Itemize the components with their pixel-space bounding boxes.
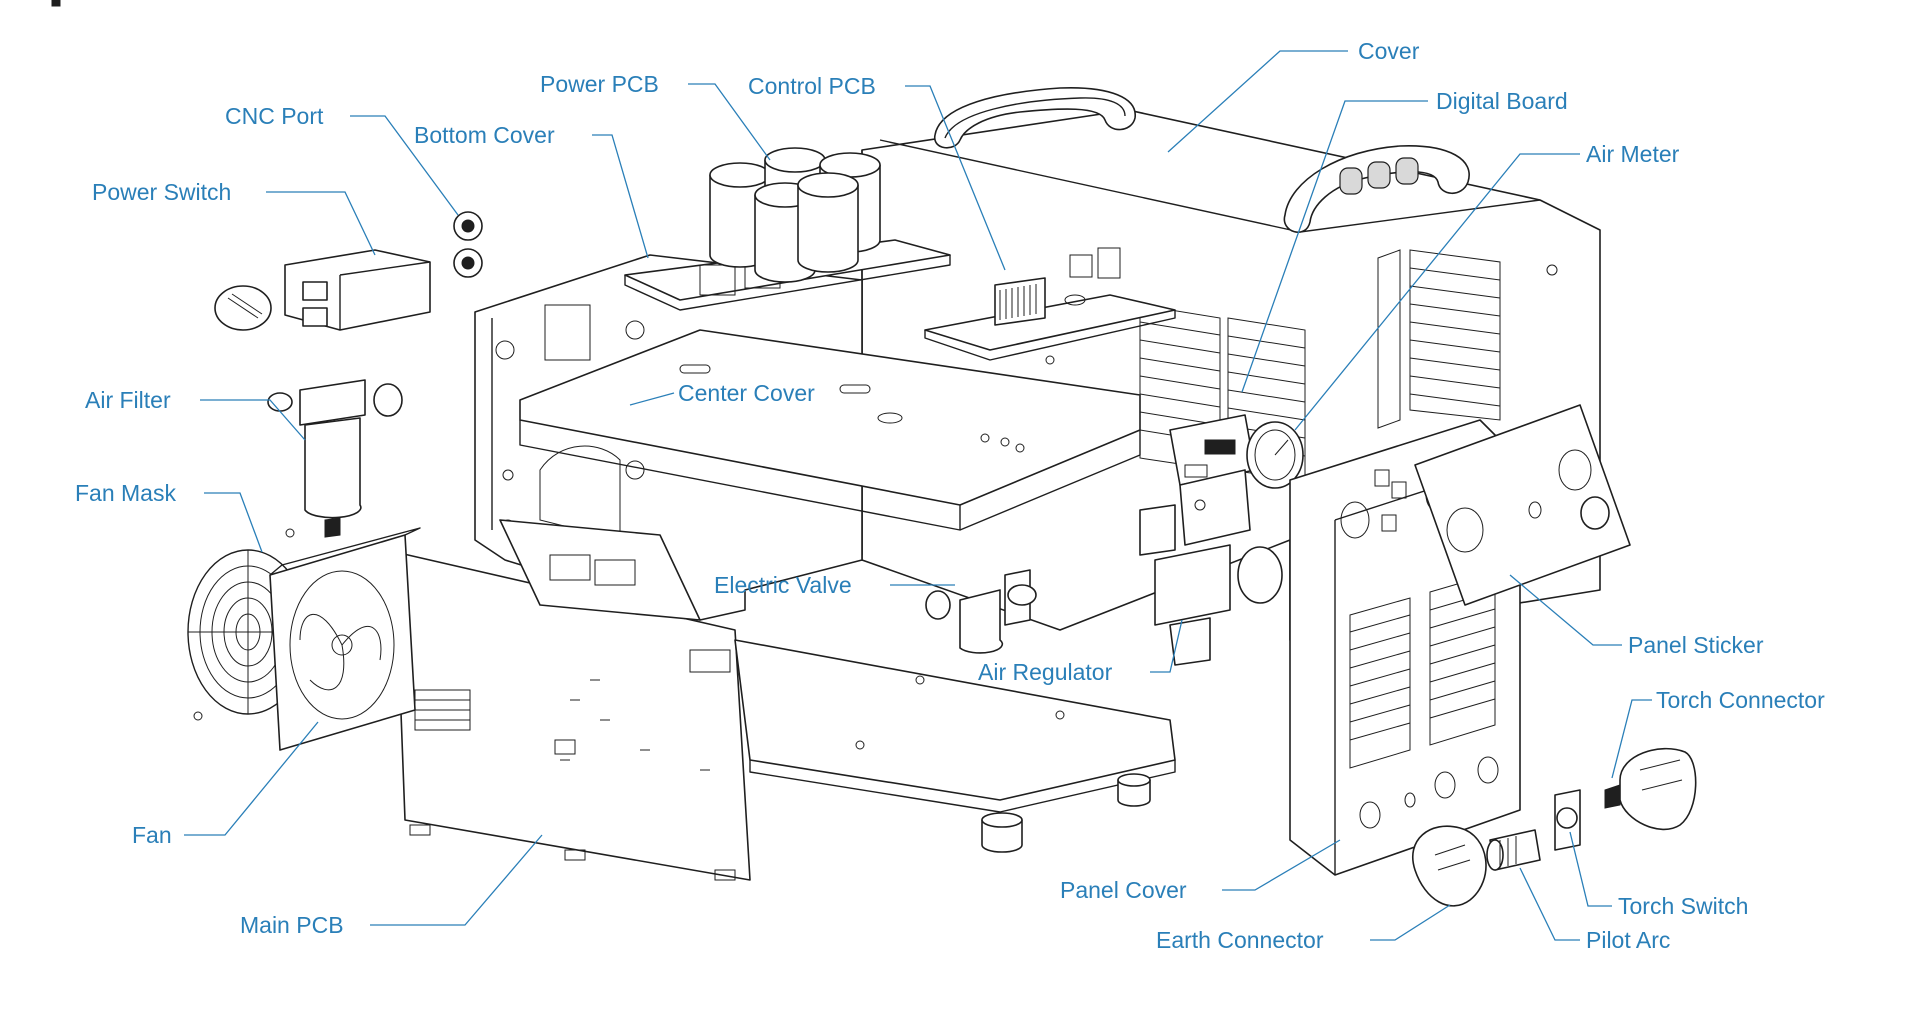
handle-rear <box>1283 145 1470 233</box>
torch-connector-part <box>1604 747 1697 831</box>
leader-torch-connector <box>1611 699 1652 779</box>
leader-panel-cover <box>1222 839 1341 891</box>
power-switch-part <box>214 249 431 331</box>
label-center-cover: Center Cover <box>678 380 815 406</box>
leader-digital-board <box>1241 100 1428 393</box>
leader-fan <box>184 721 319 836</box>
label-earth-connector: Earth Connector <box>1156 927 1324 953</box>
pilot-arc-part <box>1486 829 1541 871</box>
torch-switch-part <box>1554 789 1581 851</box>
air-filter-part <box>267 379 403 538</box>
leader-lines <box>184 50 1652 941</box>
label-power-switch: Power Switch <box>92 179 231 205</box>
control-pcb-part <box>924 247 1176 365</box>
label-cnc-port: CNC Port <box>225 103 324 129</box>
leader-center-cover <box>629 392 675 406</box>
leader-air-filter <box>200 399 306 441</box>
label-torch-connector: Torch Connector <box>1656 687 1825 713</box>
power-pcb-part <box>624 147 951 311</box>
leader-control-pcb <box>905 85 1006 271</box>
label-air-filter: Air Filter <box>85 387 171 413</box>
leader-power-switch <box>266 191 376 256</box>
label-air-meter: Air Meter <box>1586 141 1680 167</box>
leader-cnc-port <box>350 115 459 216</box>
leader-pilot-arc <box>1519 867 1580 941</box>
leader-power-pcb <box>688 83 771 161</box>
label-fan-mask: Fan Mask <box>75 480 176 506</box>
air-meter-part <box>1246 421 1304 489</box>
leader-air-meter <box>1294 153 1580 431</box>
label-fan: Fan <box>132 822 172 848</box>
electric-valve-part <box>925 569 1037 654</box>
label-pilot-arc: Pilot Arc <box>1586 927 1670 953</box>
panel-sticker-part <box>1414 404 1631 606</box>
corner-mark <box>51 0 61 7</box>
cnc-port-part <box>453 211 483 278</box>
main-pcb-part <box>394 551 751 881</box>
label-panel-sticker: Panel Sticker <box>1628 632 1764 658</box>
rack-board-part <box>499 519 701 621</box>
label-bottom-cover: Bottom Cover <box>414 122 555 148</box>
handle-front <box>934 86 1136 149</box>
drawing <box>51 0 1697 907</box>
label-torch-switch: Torch Switch <box>1618 893 1748 919</box>
leader-fan-mask <box>204 492 263 553</box>
label-digital-board: Digital Board <box>1436 88 1568 114</box>
leader-cover <box>1167 50 1348 153</box>
base-plate-part <box>734 639 1176 853</box>
label-main-pcb: Main PCB <box>240 912 344 938</box>
capacitors <box>709 147 881 283</box>
leader-panel-sticker <box>1509 574 1622 646</box>
center-cover-part <box>519 329 1141 531</box>
leader-torch-switch <box>1569 831 1612 907</box>
label-power-pcb: Power PCB <box>540 71 659 97</box>
earth-connector-part <box>1412 825 1487 907</box>
label-cover: Cover <box>1358 38 1420 64</box>
leader-bottom-cover <box>592 134 649 259</box>
fan-part <box>269 527 421 751</box>
leader-earth-connector <box>1370 904 1451 941</box>
digital-board-part <box>1169 414 1256 546</box>
leader-air-regulator <box>1150 619 1183 673</box>
label-electric-valve: Electric Valve <box>714 572 852 598</box>
labels: Cover Digital Board Air Meter Control PC… <box>75 38 1825 953</box>
label-air-regulator: Air Regulator <box>978 659 1113 685</box>
label-panel-cover: Panel Cover <box>1060 877 1187 903</box>
label-control-pcb: Control PCB <box>748 73 876 99</box>
air-regulator-part <box>1139 504 1283 666</box>
leader-main-pcb <box>370 834 543 926</box>
